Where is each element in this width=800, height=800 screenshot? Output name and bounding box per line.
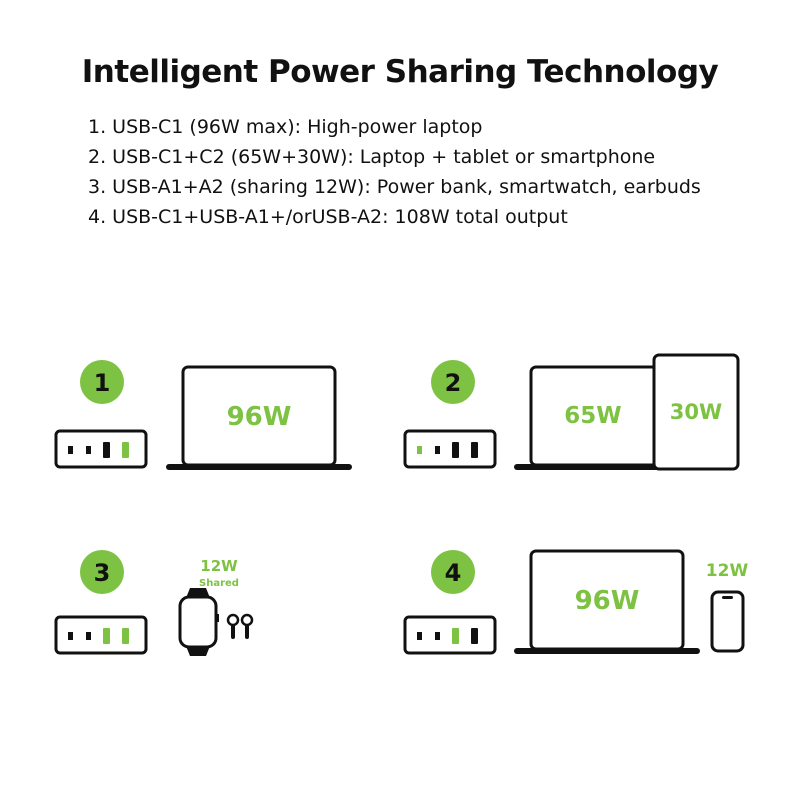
wearables-power-label: 12W [200,557,238,575]
charger-icon [403,429,497,469]
smartphone-icon [710,590,745,653]
number-badge-2 [431,360,475,404]
tablet-power-label: 30W [670,400,722,424]
charger-icon [403,615,497,655]
scenario-4: 4 96W 12W [403,549,749,655]
laptop-icon [514,549,700,654]
mode-item-1: 1. USB-C1 (96W max): High-power laptop [88,116,483,138]
number-badge-3 [80,550,124,594]
scenario-3: 3 12W Shared [54,550,254,656]
number-badge-4 [431,550,475,594]
number-1: 1 [94,369,111,397]
mode-item-3: 3. USB-A1+A2 (sharing 12W): Power bank, … [88,176,701,198]
charger-icon [54,429,148,469]
earbuds-icon [226,613,254,639]
laptop-power-label: 65W [564,403,621,429]
charger-icon [54,615,148,655]
laptop-power-label: 96W [227,402,292,432]
laptop-power-label: 96W [575,586,640,616]
page-title: Intelligent Power Sharing Technology [81,54,719,90]
number-3: 3 [94,559,111,587]
scenario-1: 1 96W [54,360,352,470]
mode-item-4: 4. USB-C1+USB-A1+/orUSB-A2: 108W total o… [88,206,568,228]
number-badge-1 [80,360,124,404]
number-2: 2 [445,369,462,397]
number-4: 4 [445,559,462,587]
tablet-icon [652,353,740,471]
mode-item-2: 2. USB-C1+C2 (65W+30W): Laptop + tablet … [88,146,656,168]
phone-power-label: 12W [706,561,749,581]
wearables-shared-label: Shared [199,578,239,589]
mode-list: 1. USB-C1 (96W max): High-power laptop 2… [88,112,701,232]
scenario-2: 2 65W 30W [403,353,740,471]
laptop-icon [166,365,352,470]
smartwatch-icon [178,588,219,656]
